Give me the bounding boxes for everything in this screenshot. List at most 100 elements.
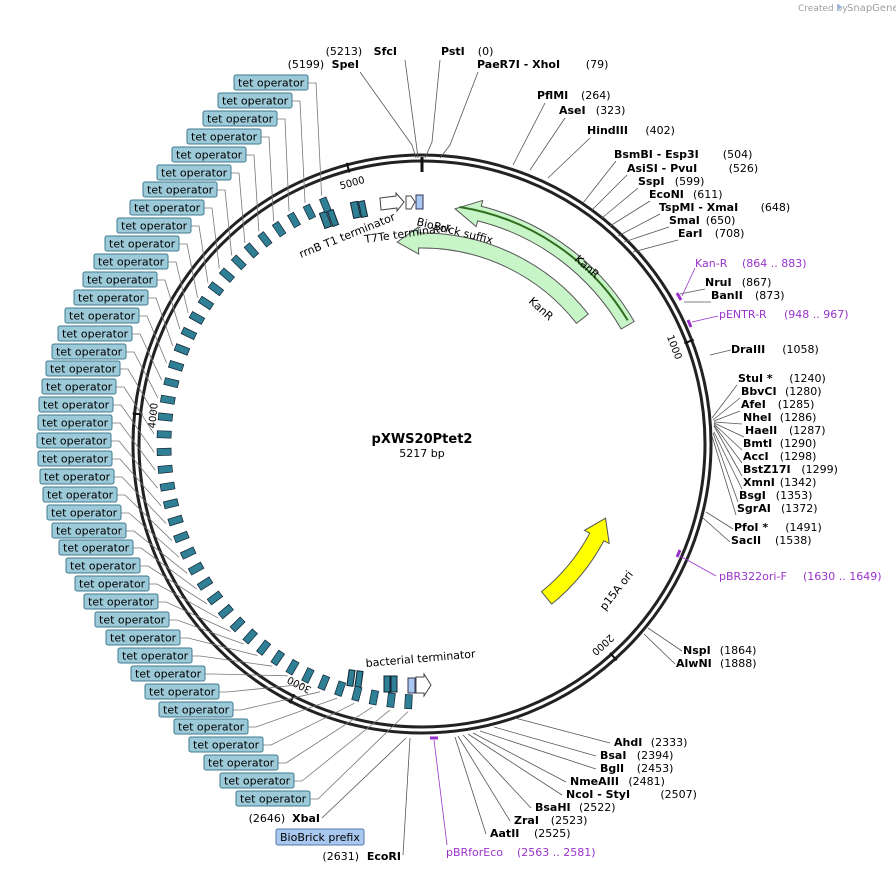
site-leader [402, 737, 411, 856]
tet-operator-leader [261, 136, 274, 221]
tet-operator-block [206, 590, 224, 606]
site-name: BsaI [600, 749, 626, 762]
tet-operator-label: tet operator [116, 217, 192, 234]
tick-mark [683, 338, 695, 345]
site-position: (650) [706, 214, 736, 227]
site-name: BanII [711, 289, 743, 302]
tet-operator-block [230, 254, 247, 271]
tet-operator-label: tet operator [104, 235, 180, 252]
tet-operator-leader [149, 583, 219, 619]
site-position: (402) [645, 124, 675, 137]
tet-operator-label: tet operator [173, 718, 249, 735]
site-name: EcoRI [367, 850, 401, 863]
site-leader [617, 213, 661, 237]
tet-operator-text: tet operator [176, 149, 243, 162]
tet-operator-text: tet operator [56, 346, 123, 359]
tet-operator-leader [148, 297, 174, 346]
tet-operator-leader [112, 458, 162, 507]
restriction-site: PfoI *(1491) [705, 511, 822, 534]
tet-operator-leader [204, 207, 220, 269]
site-name: BsmBI - Esp3I [614, 148, 699, 161]
tet-operator-label: tet operator [58, 539, 134, 556]
site-name: SspI [638, 175, 664, 188]
tet-operator-leader [310, 711, 409, 800]
tet-operator-text: tet operator [208, 757, 275, 770]
tet-operator-block [218, 267, 235, 283]
tet-operator-leader [114, 476, 167, 524]
restriction-site: BmtI(1290) [713, 423, 816, 451]
site-leader [591, 174, 628, 211]
site-name: ZraI [514, 814, 539, 827]
label-p15a: p15A ori [597, 568, 636, 612]
site-position: (2453) [637, 762, 674, 775]
tet-operator-label: tet operator [129, 199, 205, 216]
tet-operator-label: tet operator [45, 360, 121, 377]
tet-operator-text: tet operator [42, 417, 109, 430]
backbone-outer-ring [131, 153, 713, 735]
site-position: (264) [581, 89, 611, 102]
terminator-t7te-arrow [379, 191, 424, 213]
site-name: SacII [731, 534, 761, 547]
site-name: NheI [743, 411, 772, 424]
tet-operator-block [334, 680, 347, 697]
tet-operator-label: tet operator [38, 396, 114, 413]
site-name: SgrAI [737, 502, 771, 515]
tet-operator-text: tet operator [240, 793, 307, 806]
site-leader [711, 384, 738, 419]
site-name: NruI [705, 276, 732, 289]
site-name: NmeAIII [570, 775, 619, 788]
primer-pbrforeco-name: pBRforEco [446, 846, 503, 859]
site-position: (2522) [579, 801, 616, 814]
site-name: XbaI [292, 812, 320, 825]
tet-operator-block [351, 685, 363, 702]
tet-operator-leader [192, 655, 273, 667]
tet-operator-leader [112, 422, 156, 471]
tet-operator-label: tet operator [46, 504, 122, 521]
tet-operator-leader [117, 494, 173, 541]
tet-operator-leader [179, 243, 198, 298]
tet-operator-text: tet operator [161, 167, 228, 180]
site-name: SpeI [332, 58, 359, 71]
tet-operator-text: tet operator [63, 542, 130, 555]
tet-operator-block [270, 649, 286, 667]
site-position: (873) [755, 289, 785, 302]
tet-operator-label: tet operator [105, 629, 181, 646]
restriction-site: SspI(599) [601, 175, 704, 219]
site-leader [609, 200, 651, 227]
tet-operator-block [242, 628, 258, 645]
tet-operator-block [286, 211, 301, 229]
site-position: (1342) [780, 476, 817, 489]
primer-markers [430, 267, 719, 846]
tet-operator-text: tet operator [238, 77, 305, 90]
restriction-site: NruI(867) [679, 276, 771, 295]
feature-kanr-inner [396, 226, 589, 325]
site-leader [359, 71, 417, 159]
tet-operator-block [319, 196, 332, 214]
tet-operator-label: tet operator [233, 74, 309, 91]
site-name: BglI [600, 762, 624, 775]
site-leader [321, 737, 407, 819]
site-name: EarI [678, 227, 702, 240]
tet-operator-block [243, 242, 260, 259]
tet-operator-text: tet operator [51, 507, 118, 520]
site-name: PaeR7I - XhoI [477, 58, 560, 71]
site-leader [404, 59, 419, 159]
tet-operator-text: tet operator [44, 471, 111, 484]
tet-operator-leader [126, 351, 159, 399]
site-leader [702, 517, 731, 543]
label-bacterial-terminator: bacterial terminator [365, 647, 476, 670]
feature-p15a-ori [540, 517, 610, 605]
tet-operator-label: tet operator [235, 790, 311, 807]
tet-operator-text: tet operator [109, 238, 176, 251]
restriction-site: PstI(0) [424, 45, 493, 159]
tet-operator-text: tet operator [69, 310, 136, 323]
tet-operator-text: tet operator [98, 256, 165, 269]
tet-operator-block [173, 343, 191, 356]
site-leader [647, 627, 683, 652]
tet-operator-text: tet operator [207, 113, 274, 126]
tet-operator-label: tet operator [83, 593, 159, 610]
tet-operator-block [197, 295, 215, 311]
site-position: (504) [723, 148, 753, 161]
site-leader [424, 59, 441, 159]
